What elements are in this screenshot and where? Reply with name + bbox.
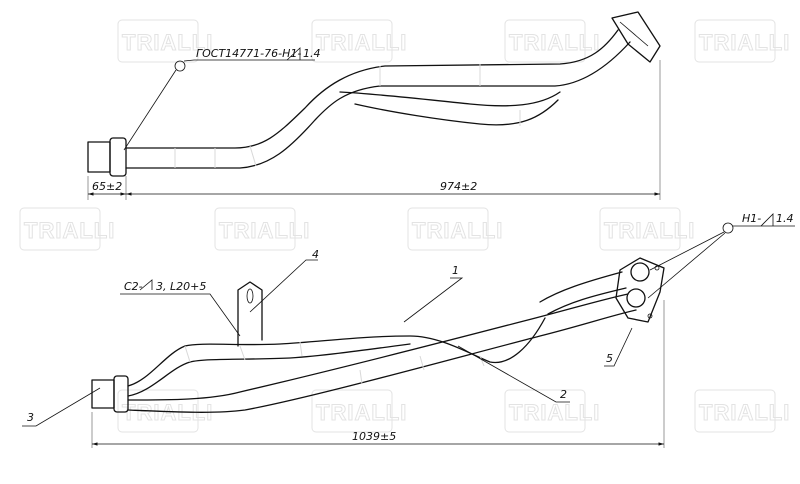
watermark-logo: TRIALLI [311,389,407,433]
top-weld-note: ГОСТ14771-76-Н1- [196,47,301,60]
top-callout-circle [174,60,186,72]
top-flange [611,11,661,63]
watermark-logo: TRIALLI [407,207,503,251]
svg-text:TRIALLI: TRIALLI [699,30,790,55]
svg-text:TRIALLI: TRIALLI [219,218,310,243]
top-inlet-collar [109,137,127,177]
watermark-logo: TRIALLI [311,19,407,63]
svg-text:TRIALLI: TRIALLI [412,218,503,243]
watermark-logo: TRIALLI [504,19,600,63]
bottom-weld-note-a: С2- [124,280,143,293]
svg-text:TRIALLI: TRIALLI [509,30,600,55]
svg-text:TRIALLI: TRIALLI [509,400,600,425]
svg-text:TRIALLI: TRIALLI [122,30,213,55]
bottom-pipe-assembly [127,257,665,413]
svg-text:TRIALLI: TRIALLI [316,30,407,55]
flange-port-lower [626,288,646,308]
watermark-logo: TRIALLI [19,207,115,251]
bottom-dim-total: 1039±5 [352,430,396,443]
bottom-weld-note-b: 3, L20+5 [156,280,206,293]
fillet-weld-symbol [139,279,153,291]
bottom-inlet-collar [113,375,129,413]
fillet-weld-symbol [286,47,301,61]
bracket [237,281,263,347]
svg-text:TRIALLI: TRIALLI [604,218,695,243]
flange-port-upper [630,262,650,282]
callout-4: 4 [312,248,319,261]
svg-text:TRIALLI: TRIALLI [699,400,790,425]
bottom-view: С2- 3, L20+5 Н1- 1.4 1 2 3 4 5 1039±5 [22,212,795,448]
top-pipe-assembly [125,11,661,169]
top-weld-leg: 1.4 [303,47,321,60]
top-view: ГОСТ14771-76-Н1- 1.4 65±2 974±2 [87,11,661,200]
bottom-callout-circle [722,222,734,234]
top-dim-left: 65±2 [92,180,122,193]
watermark-logo: TRIALLI [117,19,213,63]
bracket-slot [246,288,254,304]
callout-3: 3 [27,411,34,424]
bottom-flange [615,257,665,323]
callout-5: 5 [606,352,613,365]
watermark-logo: TRIALLI [694,19,790,63]
callout-1: 1 [452,264,459,277]
bottom-inlet-sleeve [91,379,115,409]
watermark-logo: TRIALLI [599,207,695,251]
top-dim-total: 974±2 [440,180,477,193]
bottom-weld-leg-right: 1.4 [776,212,794,225]
bottom-weld-note-right: Н1- [742,212,761,225]
watermarks: TRIALLI TRIALLI TRIALLI TRIALLI TRIALLI … [19,19,790,433]
watermark-logo: TRIALLI [504,389,600,433]
svg-text:TRIALLI: TRIALLI [316,400,407,425]
fillet-weld-symbol [760,213,774,227]
svg-text:TRIALLI: TRIALLI [24,218,115,243]
callout-2: 2 [560,388,567,401]
flange-bolt-hole [647,313,653,319]
top-inlet-sleeve [87,141,111,173]
watermark-logo: TRIALLI [694,389,790,433]
watermark-logo: TRIALLI [214,207,310,251]
